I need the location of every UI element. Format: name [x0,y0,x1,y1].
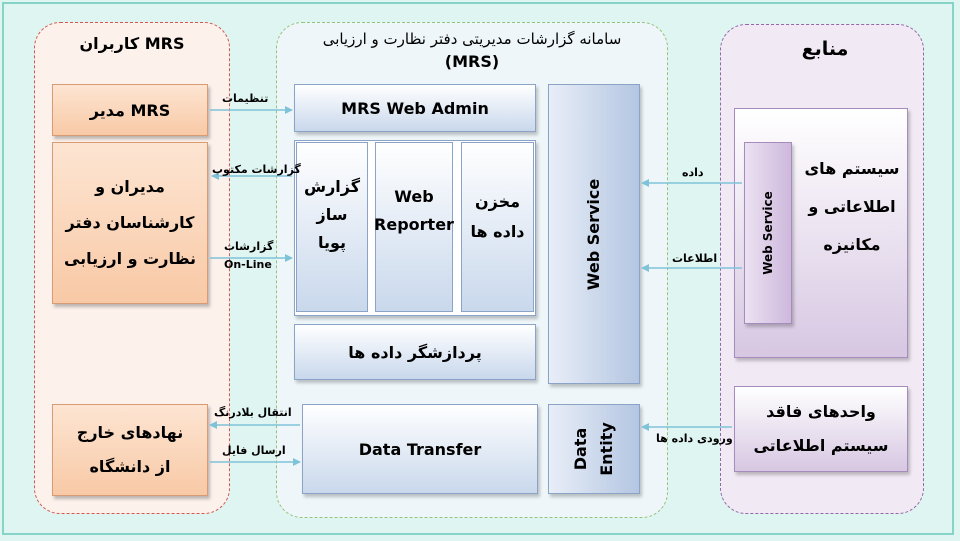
external-institutions-box: نهادهای خارج از دانشگاه [52,404,208,496]
data-entity-box: Data Entity [548,404,640,494]
info-systems-line: اطلاعاتی و [808,197,896,216]
report-builder-line: گزارش [303,177,361,196]
mrs-manager-label: مدیر MRS [89,100,171,120]
data-label: داده [682,166,704,179]
managers-staff-box: مدیران و کارشناسان دفتر نظارت و ارزیابی [52,142,208,304]
external-line: از دانشگاه [89,457,171,476]
written-reports-label: گزارشات مکتوب [212,163,301,176]
instant-transfer-label: انتقال بلادرنگ [214,406,292,419]
info-systems-line: سیستم های [804,159,900,178]
outer-frame [2,2,954,535]
info-systems-line: مکانیزه [823,235,881,254]
managers-staff-line: مدیران و [95,177,165,196]
data-warehouse-line: مخزن [474,192,521,211]
dynamic-report-builder-box: گزارش ساز پویا [296,142,368,312]
information-label: اطلاعات [672,252,718,265]
data-warehouse-line: داده ها [470,222,525,241]
web-admin-box: MRS Web Admin [294,84,536,132]
users-group-title: کاربران MRS [79,34,185,53]
data-transfer-label: Data Transfer [358,439,482,459]
online-reports-label: گزارشات [224,240,274,253]
data-warehouse-box: مخزن داده ها [461,142,534,312]
web-admin-label: MRS Web Admin [341,98,489,118]
sources-group-title: منابع [801,38,849,60]
report-builder-line: ساز [316,205,348,224]
send-file-label: ارسال فایل [222,444,286,457]
managers-staff-line: کارشناسان دفتر [65,213,195,232]
units-without-info-system-box: واحدهای فاقد سیستم اطلاعاتی [734,386,908,472]
units-without-info-line: سیستم اطلاعاتی [753,436,889,455]
web-reporter-line: Web [394,187,434,206]
source-web-service-box: Web Service [744,142,792,324]
data-processor-label: پردازشگر داده ها [348,342,482,362]
mrs-manager-box: مدیر MRS [52,84,208,136]
managers-staff-line: نظارت و ارزیابی [63,249,197,268]
data-processor-box: پردازشگر داده ها [294,324,536,380]
mrs-group-title-line2: (MRS) [444,52,500,71]
mrs-group-title-line1: سامانه گزارشات مدیریتی دفتر نظارت و ارزی… [322,30,622,48]
info-systems-text: سیستم های اطلاعاتی و مکانیزه [796,150,908,264]
mrs-web-service-box: Web Service [548,84,640,384]
units-without-info-line: واحدهای فاقد [766,402,876,421]
data-transfer-box: Data Transfer [302,404,538,494]
web-reporter-line: Reporter [374,215,454,234]
report-builder-line: پویا [317,233,347,252]
settings-label: تنظیمات [222,92,269,105]
external-line: نهادهای خارج [76,423,184,442]
data-input-label: ورودی داده ها [656,432,733,445]
web-reporter-box: Web Reporter [374,142,454,312]
online-reports-label-latin: On-Line [224,258,272,271]
